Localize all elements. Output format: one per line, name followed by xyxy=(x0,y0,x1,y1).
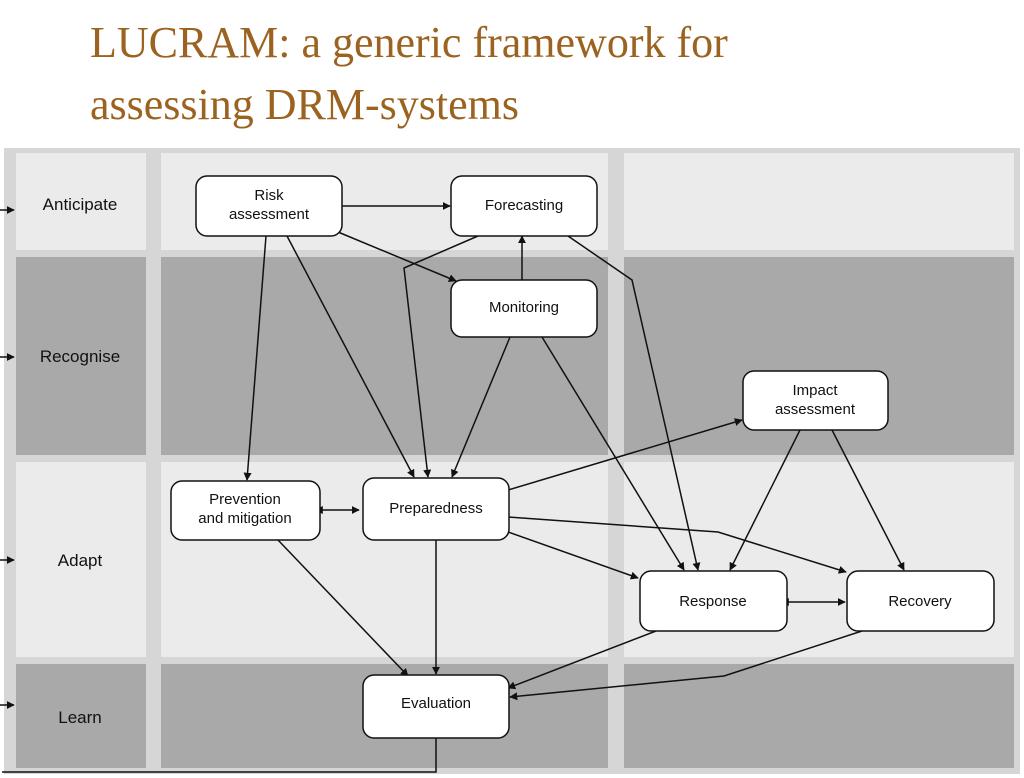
node-prevention-mitigation-box xyxy=(170,480,321,541)
node-prevention-mitigation: Prevention and mitigation xyxy=(170,480,321,541)
slide-title: LUCRAM: a generic framework for assessin… xyxy=(90,12,990,136)
anticipate-right-cell xyxy=(624,153,1014,250)
node-impact-assessment-box xyxy=(742,370,889,431)
node-recovery-box xyxy=(846,570,995,632)
node-risk-assessment-line-1: Risk xyxy=(254,187,284,204)
left-edge-arrows xyxy=(0,206,15,709)
connectors xyxy=(2,202,905,773)
node-forecasting-line-1: Forecasting xyxy=(485,197,563,214)
node-evaluation: Evaluation xyxy=(362,674,510,739)
risk-to-preparedness-arrow xyxy=(286,235,415,478)
node-recovery: Recovery xyxy=(846,570,995,632)
node-response-line-1: Response xyxy=(679,593,747,610)
node-evaluation-box xyxy=(362,674,510,739)
preparedness-to-impact-arrow xyxy=(507,418,743,491)
evaluation-feedback-line xyxy=(2,738,437,773)
learn-right-cell xyxy=(624,664,1014,768)
node-forecasting: Forecasting xyxy=(450,175,598,237)
node-preparedness: Preparedness xyxy=(362,477,510,541)
node-risk-assessment-line-2: assessment xyxy=(229,206,310,223)
row-label-recognise: Recognise xyxy=(40,347,120,366)
adapt-label-cell xyxy=(16,462,146,657)
prevention-to-evaluation-arrow xyxy=(277,539,409,677)
node-forecasting-box xyxy=(450,175,598,237)
node-monitoring: Monitoring xyxy=(450,279,598,338)
node-impact-assessment-line-1: Impact xyxy=(792,382,838,399)
node-risk-assessment-box xyxy=(195,175,343,237)
node-monitoring-box xyxy=(450,279,598,338)
node-evaluation-line-1: Evaluation xyxy=(401,695,471,712)
row-label-adapt: Adapt xyxy=(58,551,103,570)
impact-to-recovery-arrow xyxy=(831,429,905,571)
node-impact-assessment-line-2: assessment xyxy=(775,401,856,418)
node-prevention-mitigation-line-2: and mitigation xyxy=(198,510,291,527)
node-response-box xyxy=(639,570,788,632)
recovery-to-evaluation-arrow xyxy=(509,630,863,701)
forecasting-to-response-arrow xyxy=(567,235,701,571)
row-label-learn: Learn xyxy=(58,708,101,727)
response-to-evaluation-arrow xyxy=(507,630,657,690)
node-risk-assessment: Risk assessment xyxy=(195,175,343,237)
recognise-label-cell xyxy=(16,257,146,455)
node-preparedness-line-1: Preparedness xyxy=(389,500,482,517)
monitoring-to-preparedness-arrow xyxy=(451,336,511,478)
risk-to-prevention-arrow xyxy=(243,235,267,481)
anticipate-label-cell xyxy=(16,153,146,250)
risk-to-monitoring-arrow xyxy=(337,231,457,282)
node-preparedness-box xyxy=(362,477,510,541)
node-recovery-line-1: Recovery xyxy=(888,593,952,610)
row-label-anticipate: Anticipate xyxy=(43,195,118,214)
impact-to-response-arrow xyxy=(729,429,801,571)
node-prevention-mitigation-line-1: Prevention xyxy=(209,491,281,508)
node-impact-assessment: Impact assessment xyxy=(742,370,889,431)
slide-title-line-1: LUCRAM: a generic framework for xyxy=(90,18,728,67)
forecasting-to-preparedness-arrow xyxy=(403,235,479,478)
node-monitoring-line-1: Monitoring xyxy=(489,299,559,316)
preparedness-to-response-arrow xyxy=(507,531,639,580)
monitoring-to-response-arrow xyxy=(541,336,685,571)
preparedness-to-recovery-arrow xyxy=(507,516,847,574)
learn-label-cell xyxy=(16,664,146,768)
node-response: Response xyxy=(639,570,788,632)
slide-title-line-2: assessing DRM-systems xyxy=(90,80,520,129)
